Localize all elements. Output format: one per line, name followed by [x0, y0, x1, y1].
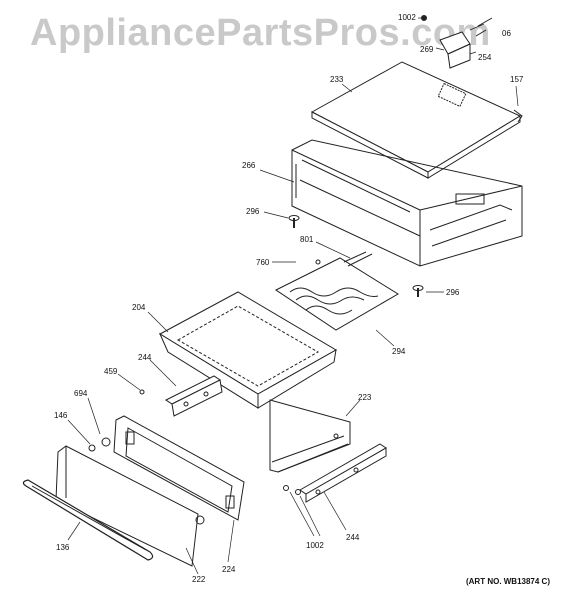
top-cover [310, 61, 522, 179]
callout-244-left: 244 [138, 353, 152, 362]
leader-lines [67, 17, 519, 575]
callout-801: 801 [300, 235, 314, 244]
callout-266: 266 [242, 161, 256, 170]
clip-157 [513, 109, 523, 123]
drawer-handle [22, 479, 154, 561]
callout-1002-top: 1002 [398, 13, 416, 22]
callout-223: 223 [358, 393, 372, 402]
callout-296-left: 296 [246, 207, 260, 216]
callout-296-right: 296 [446, 288, 460, 297]
callout-06: 06 [502, 29, 511, 38]
callout-204: 204 [132, 303, 146, 312]
callout-157: 157 [510, 75, 524, 84]
callout-254: 254 [478, 53, 492, 62]
callout-222: 222 [192, 575, 206, 584]
screw-left [288, 215, 300, 228]
callout-694: 694 [74, 389, 88, 398]
slide-right [299, 443, 387, 503]
callout-224: 224 [222, 565, 236, 574]
slide-left [165, 375, 223, 417]
element-tray [275, 251, 399, 331]
callout-146: 146 [54, 411, 68, 420]
callout-136: 136 [56, 543, 70, 552]
callout-760: 760 [256, 258, 270, 267]
callout-294: 294 [392, 347, 406, 356]
callout-244-right: 244 [346, 533, 360, 542]
drawer-pan [158, 291, 337, 409]
callout-459: 459 [104, 367, 118, 376]
screw-right [412, 285, 424, 297]
callout-269: 269 [420, 45, 434, 54]
callout-233: 233 [330, 75, 344, 84]
drawer-inner-front [113, 415, 245, 521]
art-number: (ART NO. WB13874 C) [465, 577, 550, 586]
drawer-housing [291, 139, 523, 267]
watermark: AppliancePartsPros.com [30, 12, 491, 54]
drawer-frame [269, 399, 351, 473]
connector-block [439, 17, 493, 69]
callout-1002-bottom: 1002 [306, 541, 324, 550]
drawer-outer-front [55, 437, 205, 567]
